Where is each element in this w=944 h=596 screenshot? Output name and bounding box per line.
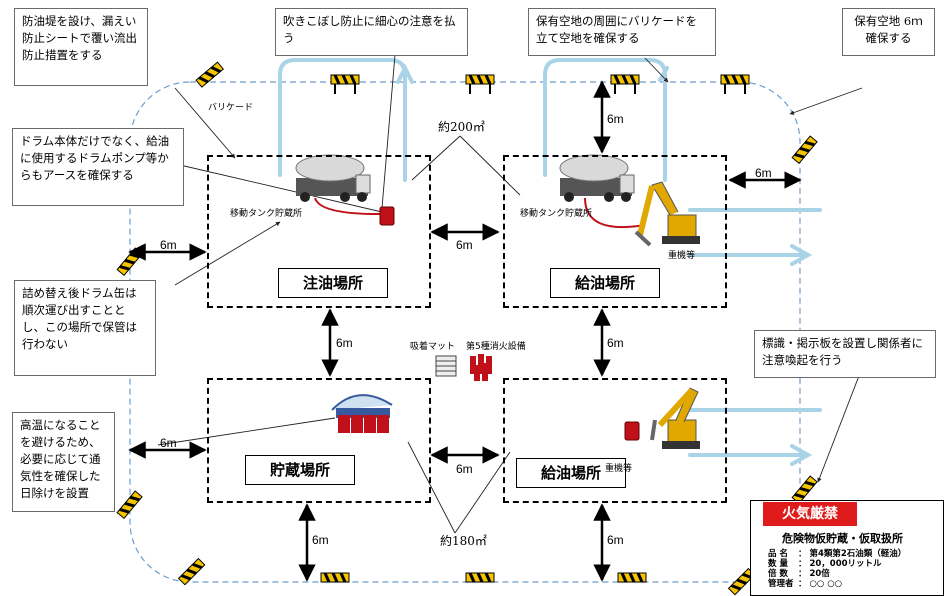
leader-lines [157, 54, 863, 534]
area-label-top: 約200㎡ [438, 120, 485, 134]
tanker-truck-1 [295, 154, 371, 202]
zone-refueling [207, 155, 431, 308]
area-label-bottom: 約180㎡ [440, 534, 487, 548]
callout-oil-dike: 防油堤を設け、漏えい防止シートで覆い流出防止措置をする [14, 8, 148, 86]
sign-row: 数 量： 20，000リットル [768, 559, 882, 569]
excavator-1 [634, 181, 700, 247]
zone-label-fueling-upper: 給油場所 [550, 268, 660, 298]
sign-row: 管理者： ○○ ○○ [768, 579, 843, 589]
tank-label-2: 移動タンク貯蔵所 [520, 209, 593, 219]
zone-fueling-upper [503, 155, 727, 308]
distance-label: 6m [160, 436, 177, 450]
absorbent-mat [435, 355, 457, 377]
drum-storage [331, 394, 393, 433]
zone-label-storage: 貯蔵場所 [245, 455, 355, 485]
zone-label-refueling: 注油場所 [278, 268, 388, 298]
distance-label: 6m [607, 336, 624, 350]
barricade-label: バリケード [208, 103, 254, 113]
excavator-2 [650, 387, 700, 449]
extinguisher-label: 第5種消火設備 [466, 342, 526, 352]
distance-label: 6m [607, 533, 624, 547]
heavy-equipment-label-2: 重機等 [605, 464, 633, 474]
fire-extinguishers [470, 354, 492, 381]
distance-arrows [128, 80, 802, 582]
tank-label-1: 移動タンク貯蔵所 [230, 209, 303, 219]
callout-grounding: ドラム本体だけでなく、給油に使用するドラムポンプ等からもアースを確保する [12, 128, 184, 206]
sign-row: 品 名： 第4類第2石油類（軽油） [768, 549, 907, 559]
distance-label: 6m [312, 533, 329, 547]
callout-barricade: 保有空地の周囲にバリケードを立て空地を確保する [528, 8, 716, 56]
drum-2 [624, 421, 640, 441]
flow-arrows [278, 58, 822, 466]
distance-label: 6m [456, 238, 473, 252]
distance-label: 6m [755, 166, 772, 180]
callout-drum-removal: 詰め替え後ドラム缶は順次運び出すこととし、この場所で保管は行わない [14, 280, 156, 376]
sign-header: 火気厳禁 [763, 502, 857, 526]
distance-label: 6m [336, 336, 353, 350]
zone-fueling-lower [503, 378, 727, 503]
callout-open-space: 保有空地 6ｍ確保する [842, 8, 935, 56]
hose-2 [584, 197, 646, 229]
heavy-equipment-label-1: 重機等 [668, 251, 696, 261]
distance-label: 6m [607, 112, 624, 126]
hose-1 [314, 197, 386, 216]
drum-1 [379, 206, 395, 226]
sign-title: 危険物仮貯蔵・仮取扱所 [782, 532, 903, 545]
zone-label-fueling-lower: 給油場所 [516, 458, 626, 488]
zone-storage [207, 378, 431, 503]
callout-shade: 高温になることを避けるため、必要に応じて通気性を確保した日除けを設置 [12, 412, 115, 512]
absorbent-mat-label: 吸着マット [410, 342, 456, 352]
sign-row: 倍 数： 20倍 [768, 569, 830, 579]
distance-label: 6m [160, 238, 177, 252]
callout-spill-caution: 吹きこぼし防止に細心の注意を払う [275, 8, 468, 56]
distance-label: 6m [456, 462, 473, 476]
callout-signage: 標識・掲示板を設置し関係者に注意喚起を行う [754, 330, 936, 378]
tanker-truck-2 [559, 154, 635, 202]
